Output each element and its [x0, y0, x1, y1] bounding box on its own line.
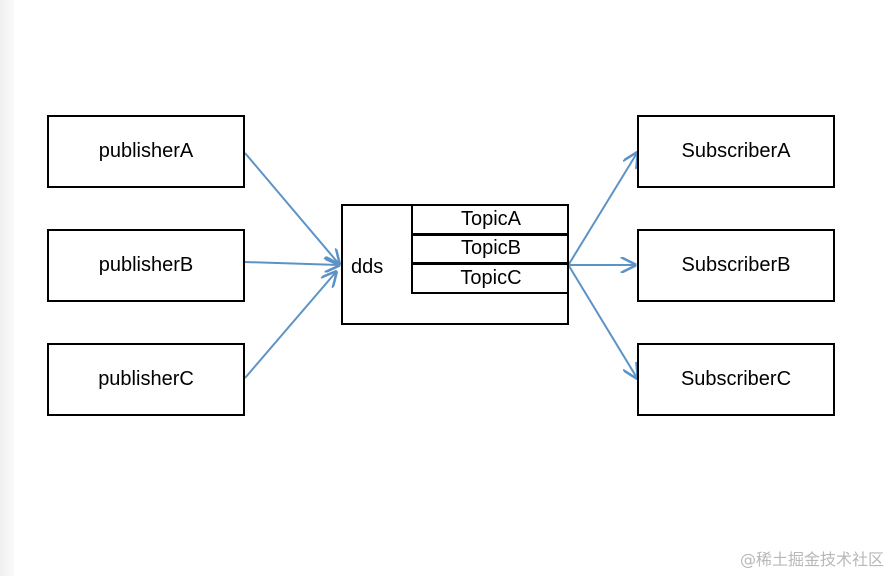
subscriber-b-label: SubscriberB [681, 254, 791, 276]
publisher-a-node: publisherA [47, 115, 245, 188]
topic-b-label: TopicB [460, 237, 522, 259]
publisher-b-label: publisherB [98, 254, 194, 276]
topic-c-label: TopicC [460, 266, 522, 289]
dds-node: dds TopicA TopicB TopicC [341, 204, 569, 325]
arrow-publisherB-to-dds [244, 262, 339, 265]
topic-a-label: TopicA [460, 208, 522, 230]
subscriber-c-node: SubscriberC [637, 343, 835, 416]
left-edge-shade [0, 0, 14, 576]
subscriber-a-node: SubscriberA [637, 115, 835, 188]
publisher-c-node: publisherC [47, 343, 245, 416]
arrow-publisherA-to-dds [244, 152, 339, 264]
arrow-publisherC-to-dds [244, 272, 336, 379]
topic-c-cell: TopicC [411, 264, 569, 294]
arrow-dds-to-subscriberC [568, 265, 637, 378]
subscriber-a-label: SubscriberA [681, 140, 791, 162]
topic-b-cell: TopicB [411, 235, 569, 265]
dds-label: dds [351, 256, 384, 278]
publisher-b-node: publisherB [47, 229, 245, 302]
subscriber-b-node: SubscriberB [637, 229, 835, 302]
publisher-c-label: publisherC [98, 368, 194, 390]
arrow-dds-to-subscriberA [568, 153, 637, 265]
publisher-a-label: publisherA [98, 140, 194, 162]
watermark-text: @稀土掘金技术社区 [739, 550, 884, 569]
subscriber-c-label: SubscriberC [680, 368, 792, 390]
topic-a-cell: TopicA [411, 206, 569, 236]
